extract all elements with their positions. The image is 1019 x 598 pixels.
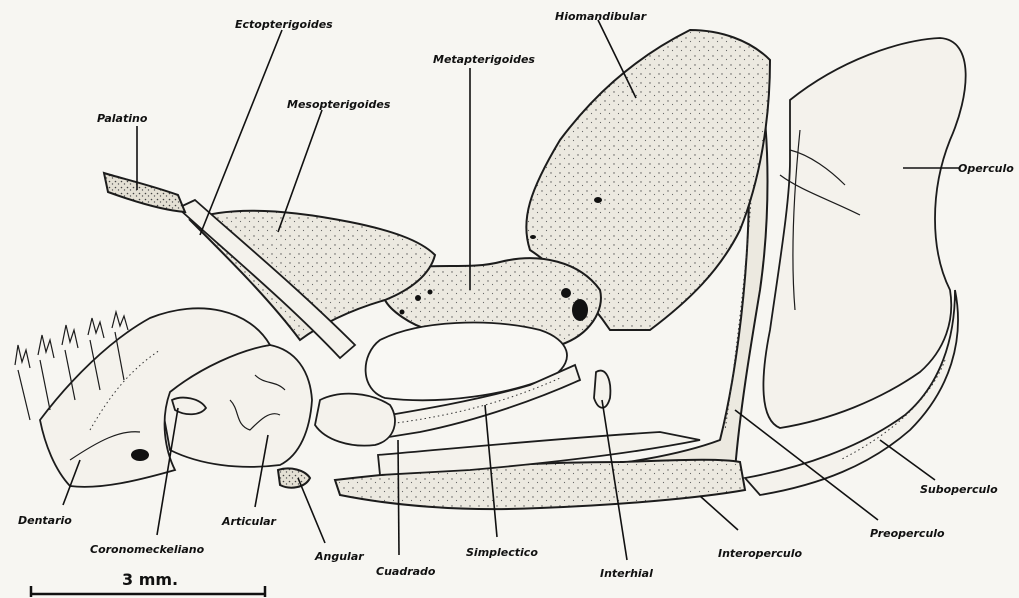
metapterygoid-dot bbox=[415, 295, 421, 301]
metapterygoid-foramen-2 bbox=[561, 288, 571, 298]
leader-interopercle bbox=[700, 496, 738, 530]
label-angular: Angular bbox=[314, 550, 364, 563]
metapterygoid-foramen bbox=[572, 299, 588, 321]
label-mesopterygoid: Mesopterigoides bbox=[287, 98, 391, 111]
label-coronomeckelian: Coronomeckeliano bbox=[90, 543, 205, 556]
leader-angular bbox=[298, 478, 325, 543]
label-opercle: Operculo bbox=[958, 162, 1014, 175]
leader-ectopterygoid bbox=[200, 30, 282, 235]
label-dentary: Dentario bbox=[18, 514, 72, 527]
scale-bar: 3 mm. bbox=[30, 570, 266, 597]
label-metapterygoid: Metapterigoides bbox=[433, 53, 535, 66]
scale-bar-label: 3 mm. bbox=[122, 570, 178, 589]
hyomandibular-spot-2 bbox=[530, 235, 536, 239]
quadrate-bone bbox=[315, 394, 395, 446]
metapterygoid-dot-3 bbox=[400, 310, 405, 315]
leader-quadrate bbox=[398, 440, 399, 555]
dentary-foramen bbox=[131, 449, 149, 461]
label-interopercle: Interoperculo bbox=[718, 547, 803, 560]
label-interhyal: Interhial bbox=[600, 567, 653, 580]
angular-bone bbox=[278, 468, 310, 487]
label-subopercle: Suboperculo bbox=[920, 483, 998, 496]
label-quadrate: Cuadrado bbox=[376, 565, 436, 578]
hyomandibular-spot bbox=[594, 197, 602, 203]
label-hyomandibular: Hiomandibular bbox=[555, 10, 647, 23]
label-palatine: Palatino bbox=[97, 112, 148, 125]
label-ectopterygoid: Ectopterigoides bbox=[235, 18, 333, 31]
palatine-bone bbox=[104, 173, 185, 212]
label-preopercle: Preoperculo bbox=[870, 527, 945, 540]
leader-subopercle bbox=[880, 440, 935, 480]
label-articular: Articular bbox=[221, 515, 277, 528]
metapterygoid-dot-2 bbox=[428, 290, 433, 295]
label-symplectic: Simplectico bbox=[466, 546, 538, 559]
